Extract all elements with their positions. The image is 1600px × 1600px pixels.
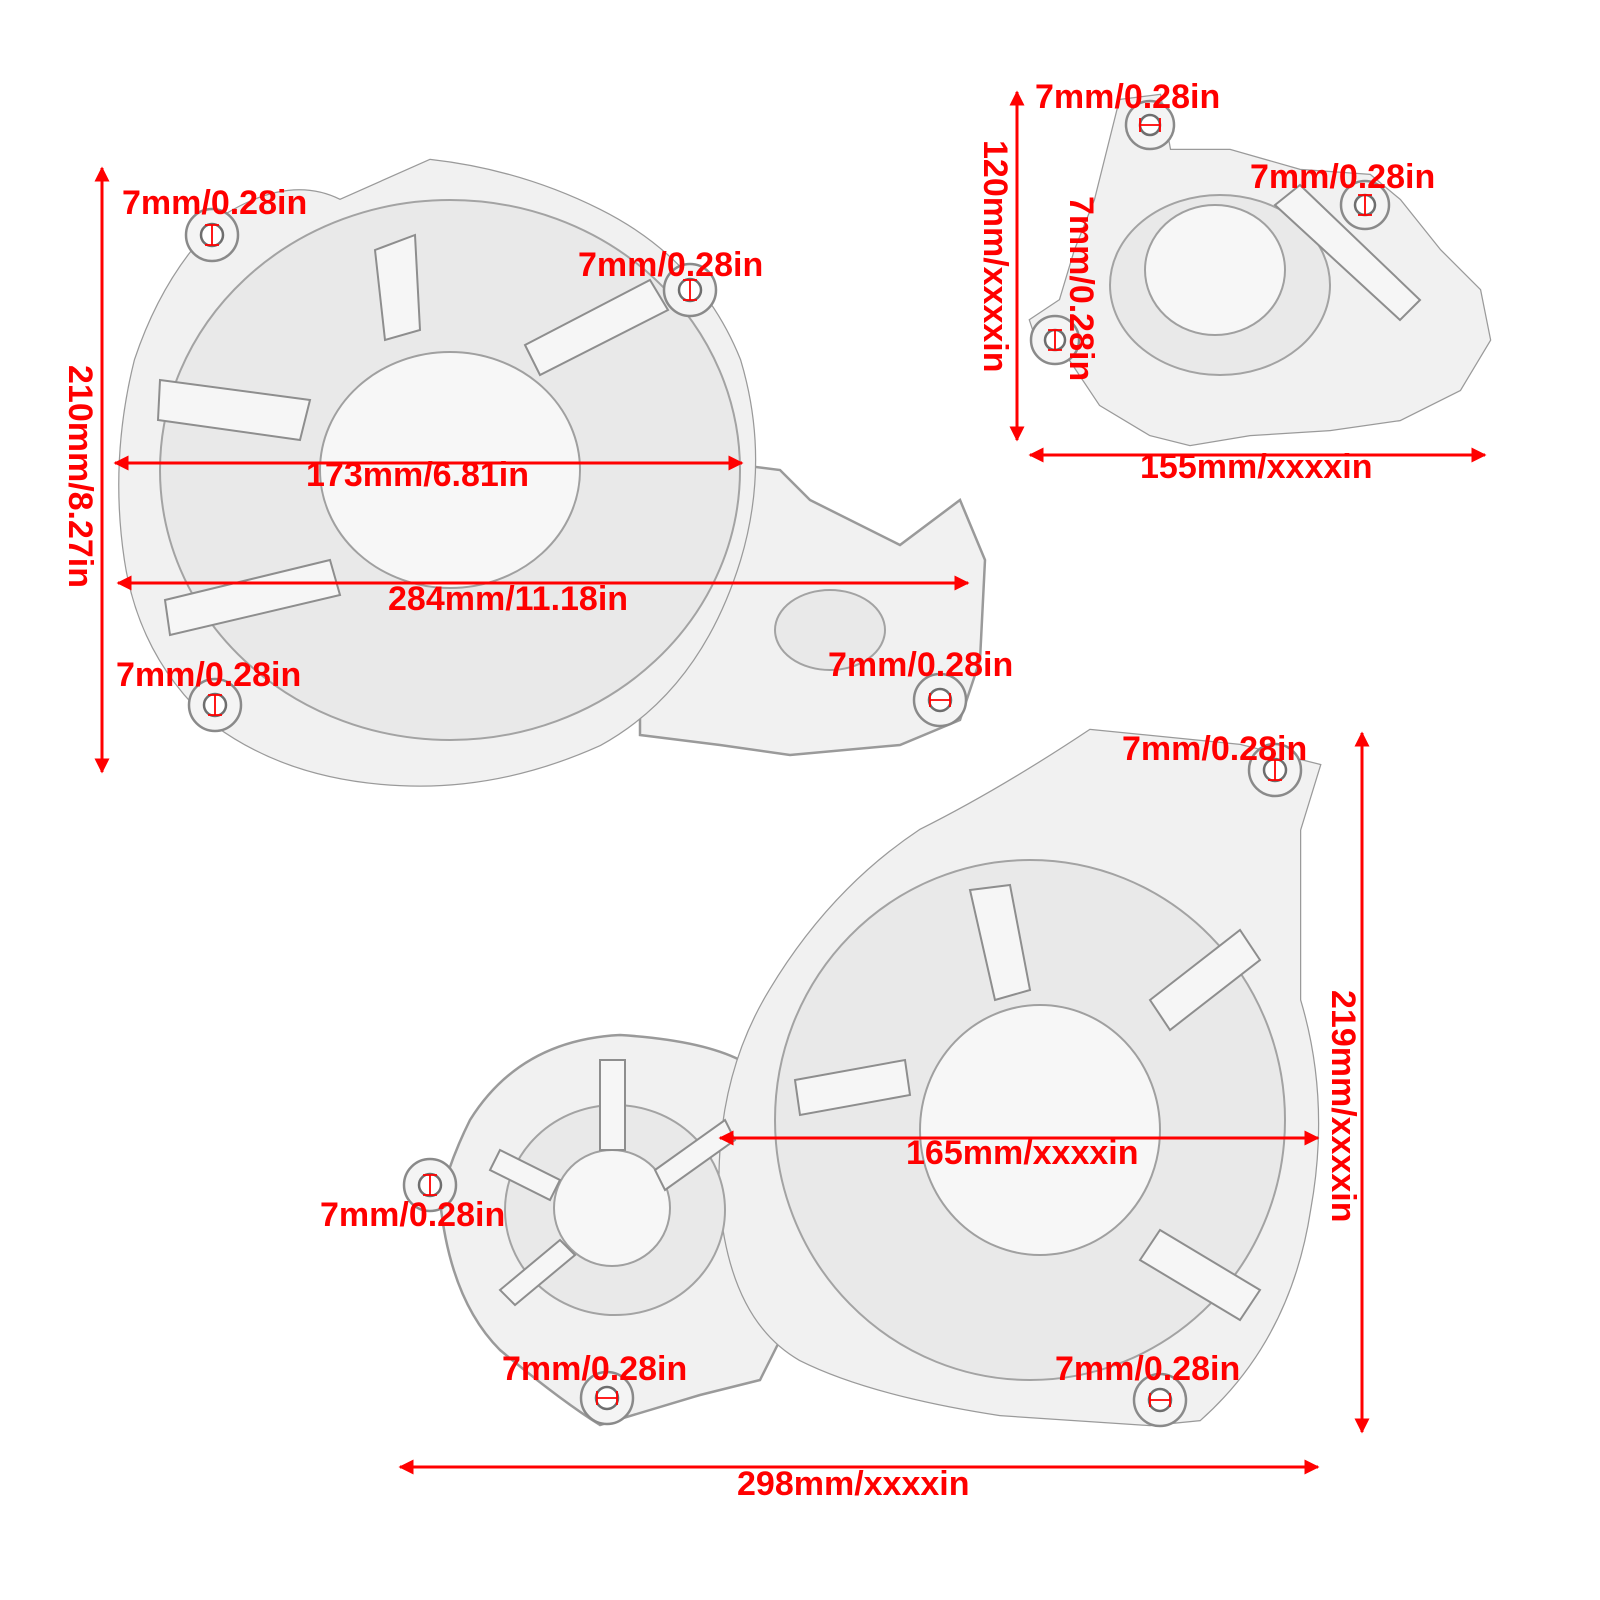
- cover-b-hub: [1144, 204, 1286, 336]
- hole-size-markers: [205, 118, 1372, 1407]
- cover-c-overall-width-label: 298mm/xxxxin: [737, 1465, 970, 1503]
- hole-size-marker: [929, 693, 951, 707]
- cover-c-hub: [919, 1004, 1161, 1256]
- cover-a-rib: [156, 378, 312, 442]
- dimension-lines: [94, 90, 1487, 1475]
- cover-c-inner-width-label: 165mm/xxxxin: [906, 1134, 1139, 1172]
- cover-c-part: [402, 728, 1322, 1428]
- cover-c-hole-label: 7mm/0.28in: [1055, 1350, 1241, 1388]
- cover-c-hole-label: 7mm/0.28in: [1122, 730, 1308, 768]
- cover-a-rib: [523, 278, 670, 377]
- cover-c-rib: [968, 883, 1032, 1002]
- cover-c-hole-label: 7mm/0.28in: [320, 1196, 506, 1234]
- cover-c-height-label: 219mm/xxxxin: [1324, 990, 1362, 1223]
- cover-c-hole-label: 7mm/0.28in: [502, 1350, 688, 1388]
- cover-a-inner-width-label: 173mm/6.81in: [306, 456, 530, 494]
- hole-size-marker: [423, 1174, 437, 1196]
- cover-b-hole-label: 7mm/0.28in: [1250, 158, 1436, 196]
- cover-c-small-rib: [498, 1238, 577, 1307]
- cover-b-hole-label: 7mm/0.28in: [1062, 196, 1100, 382]
- cover-b-arm: [1273, 183, 1422, 322]
- cover-c-small-rib: [488, 1148, 562, 1202]
- hole-size-marker: [683, 279, 697, 301]
- hole-size-marker: [596, 1391, 618, 1405]
- cover-c-small-rib: [599, 1059, 626, 1151]
- cover-b-width-label: 155mm/xxxxin: [1140, 448, 1373, 486]
- cover-b-hole-label: 7mm/0.28in: [1035, 78, 1221, 116]
- cover-a-overall-width-label: 284mm/11.18in: [388, 580, 629, 618]
- cover-a-rib: [373, 233, 422, 342]
- cover-c-rib: [793, 1058, 912, 1117]
- cover-c-rib: [1138, 1228, 1262, 1322]
- hole-size-marker: [1048, 329, 1062, 351]
- cover-c-rib: [1148, 928, 1262, 1032]
- cover-a-part: [118, 158, 987, 787]
- hole-size-marker: [1139, 118, 1161, 132]
- cover-a-hole-label: 7mm/0.28in: [116, 656, 302, 694]
- cover-c-small-hub: [553, 1149, 671, 1267]
- hole-size-marker: [1149, 1393, 1171, 1407]
- hole-size-marker: [205, 224, 219, 246]
- cover-a-hole-label: 7mm/0.28in: [122, 184, 308, 222]
- cover-b-part: [1028, 93, 1492, 447]
- cover-a-hole-label: 7mm/0.28in: [828, 646, 1014, 684]
- hole-size-marker: [1358, 194, 1372, 216]
- cover-b-height-label: 120mm/xxxxin: [976, 140, 1014, 373]
- hole-size-marker: [1268, 759, 1282, 781]
- cover-a-hole-label: 7mm/0.28in: [578, 246, 764, 284]
- cover-a-height-label: 210mm/8.27in: [61, 365, 99, 589]
- hole-size-marker: [208, 694, 222, 716]
